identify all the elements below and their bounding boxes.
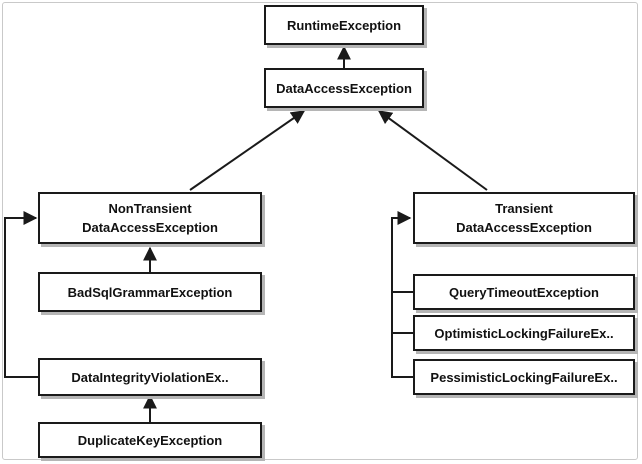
arrow-nontransient-to-dataaccess (189, 110, 306, 191)
node-runtime-exception-label: RuntimeException (286, 17, 402, 33)
node-optimistic-locking-label: OptimisticLockingFailureEx.. (434, 325, 614, 341)
node-query-timeout-label: QueryTimeoutException (448, 284, 599, 300)
node-pessimistic-locking-label: PessimisticLockingFailureEx.. (430, 369, 618, 385)
node-data-integrity-violation: DataIntegrityViolationEx.. (38, 358, 262, 396)
arrow-integrity-to-nontransient (4, 211, 38, 378)
node-non-transient-line1: NonTransient (108, 201, 192, 216)
node-optimistic-locking: OptimisticLockingFailureEx.. (413, 315, 635, 351)
node-duplicate-key: DuplicateKeyException (38, 422, 262, 458)
node-non-transient: NonTransient DataAccessException (38, 192, 262, 244)
node-data-access-exception: DataAccessException (264, 68, 424, 108)
arrow-transient-children-to-transient (391, 211, 413, 378)
node-transient: Transient DataAccessException (413, 192, 635, 244)
node-data-access-exception-label: DataAccessException (276, 80, 412, 96)
node-transient-line2: DataAccessException (456, 220, 592, 235)
node-data-integrity-violation-label: DataIntegrityViolationEx.. (71, 369, 229, 385)
diagram-frame (2, 2, 638, 460)
node-query-timeout: QueryTimeoutException (413, 274, 635, 310)
node-duplicate-key-label: DuplicateKeyException (77, 432, 223, 448)
node-bad-sql-grammar-label: BadSqlGrammarException (67, 284, 233, 300)
node-runtime-exception: RuntimeException (264, 5, 424, 45)
node-pessimistic-locking: PessimisticLockingFailureEx.. (413, 359, 635, 395)
node-bad-sql-grammar: BadSqlGrammarException (38, 272, 262, 312)
node-transient-line1: Transient (495, 201, 553, 216)
arrow-transient-to-dataaccess (377, 110, 488, 191)
node-non-transient-line2: DataAccessException (82, 220, 218, 235)
